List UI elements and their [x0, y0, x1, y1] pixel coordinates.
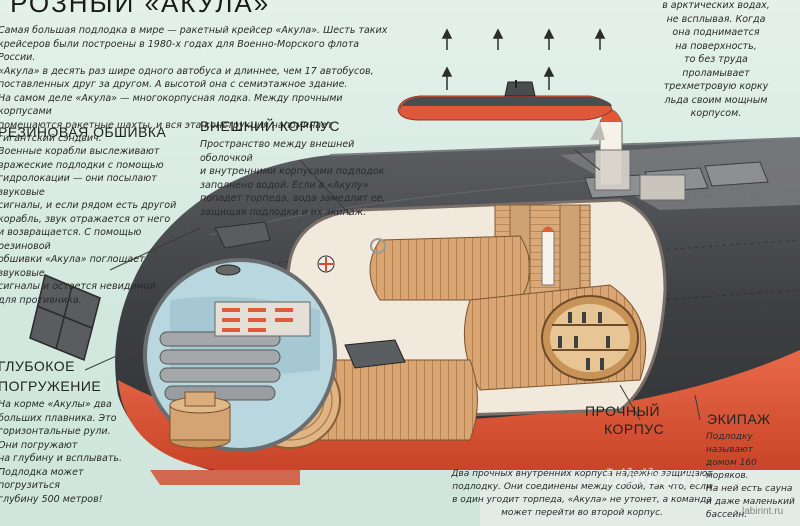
crew-heading: ЭКИПАЖ	[707, 411, 771, 427]
dive-heading-1: ГЛУБОКОЕ	[0, 358, 76, 374]
torpedo-stack-base	[169, 391, 231, 449]
torpedo-rack	[214, 301, 311, 337]
watermark-small: labirint.ru	[742, 506, 784, 517]
pressure-text: Два прочных внутренних корпуса надежно з…	[451, 469, 713, 518]
pressure-hull-upper	[369, 235, 531, 301]
launching-missile	[590, 109, 686, 201]
arctic-text: в арктических водах, не всплывая. Когда …	[662, 0, 770, 119]
leader-lines	[84, 149, 701, 421]
crew-text: Подлодку называют домом 160 моряков. На …	[706, 432, 795, 520]
front-fin	[214, 221, 271, 249]
pressure-heading-2: КОРПУС	[604, 421, 665, 437]
outer-heading: ВНЕШНИЙ КОРПУС	[200, 118, 341, 134]
ice-arrows	[441, 28, 606, 90]
torpedo-tubes	[159, 331, 281, 401]
submarine-small-icon	[397, 80, 613, 121]
watermark: Libika.ru	[604, 466, 705, 491]
pressure-heading-1: ПРОЧНЫЙ	[585, 403, 661, 419]
dive-text: На корме «Акулы» два больших плавника. Э…	[0, 399, 122, 505]
outer-text: Пространство между внешней оболочкой и в…	[200, 139, 386, 218]
dive-heading-2: ПОГРУЖЕНИЕ	[0, 378, 102, 394]
missile-in-silo	[541, 226, 555, 286]
rubber-tile	[29, 273, 101, 362]
rubber-heading: РЕЗИНОВАЯ ОБШИВКА	[0, 124, 167, 140]
side-hatch	[344, 339, 406, 369]
intro-text: Самая большая подлодка в мире — ракетный…	[0, 25, 388, 144]
crew-figures	[558, 312, 610, 370]
page-title: ГРОЗНЫЙ «АКУЛА»	[0, 0, 271, 18]
rubber-text: Военные корабли выслеживают вражеские по…	[0, 146, 177, 306]
